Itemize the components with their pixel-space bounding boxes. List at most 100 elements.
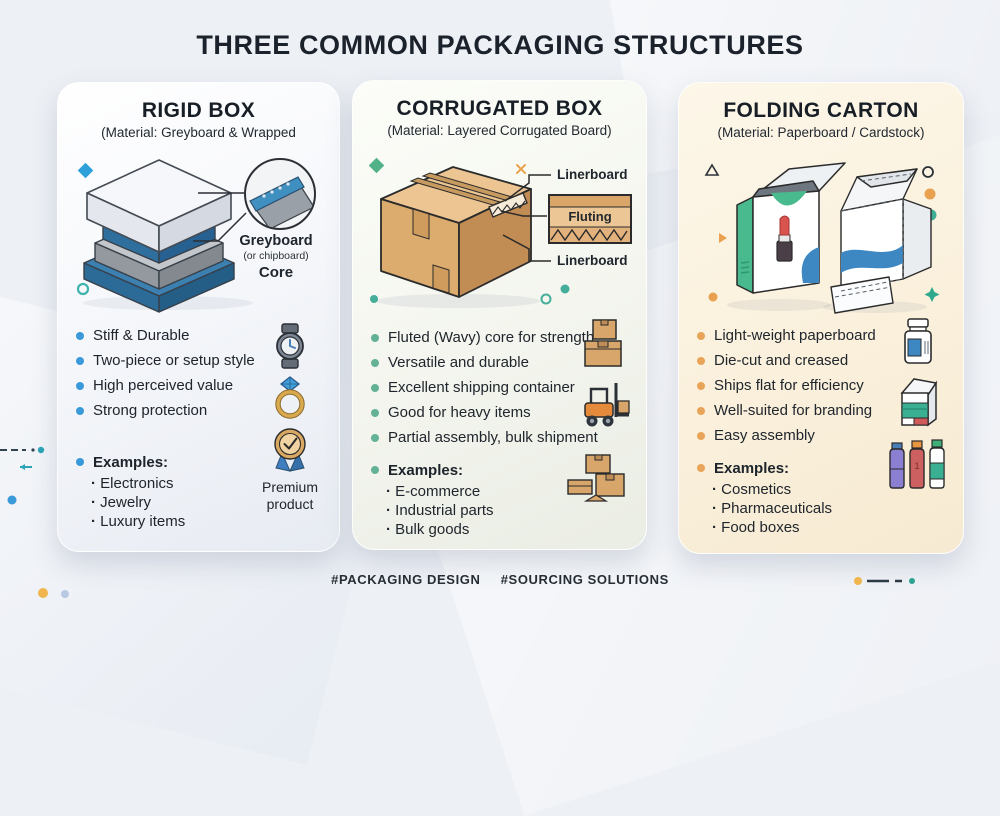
svg-text:1: 1	[914, 461, 919, 471]
feature-item: Die-cut and creased	[697, 348, 876, 373]
card-corrugated-box: CORRUGATED BOX (Material: Layered Corrug…	[352, 80, 647, 550]
triangle-decoration	[719, 233, 727, 243]
bullet-dot	[371, 358, 379, 367]
circle-decoration	[76, 282, 90, 296]
card-rigid-box: RIGID BOX (Material: Greyboard & Wrapped	[57, 82, 340, 552]
example-item: Industrial parts	[386, 503, 493, 519]
leader-line	[500, 210, 547, 217]
corrugated-box-diagram: Linerboard Fluting Linerboard	[353, 143, 646, 315]
folding-carton-diagram	[679, 145, 963, 317]
feature-list: Light-weight paperboard Die-cut and crea…	[697, 323, 876, 448]
corner-decoration-left	[0, 446, 45, 505]
card-title: CORRUGATED BOX	[396, 97, 603, 120]
feature-label: High perceived value	[93, 377, 234, 394]
feature-item: Good for heavy items	[371, 400, 598, 425]
feature-list: Fluted (Wavy) core for strength Versatil…	[371, 325, 598, 450]
feature-item: Versatile and durable	[371, 350, 598, 375]
example-icon-column: Premium product	[255, 323, 325, 513]
chipboard-sublabel: (or chipboard)	[243, 250, 308, 262]
feature-label: Strong protection	[93, 402, 208, 419]
rigid-box-illustration: Greyboard (or chipboard) Core	[76, 158, 316, 313]
examples-block: Examples: Electronics Jewelry Luxury ite…	[76, 451, 185, 530]
bullet-dot	[697, 356, 705, 365]
circle-decoration	[922, 166, 934, 178]
bottles-icon: 1	[889, 439, 945, 489]
assembled-carton	[736, 162, 846, 294]
bullet-dot	[697, 464, 705, 472]
feature-item: Strong protection	[76, 398, 255, 423]
shadow	[376, 294, 540, 308]
feature-label: Stiff & Durable	[93, 327, 190, 344]
example-item: Jewelry	[91, 495, 185, 511]
bullet-dot	[697, 431, 705, 440]
example-item: Food boxes	[712, 520, 832, 536]
feature-item: Excellent shipping container	[371, 375, 598, 400]
example-item: E-commerce	[386, 484, 494, 500]
watch-icon	[276, 323, 304, 369]
bullet-dot	[371, 433, 379, 442]
greyboard-label: Greyboard	[239, 233, 312, 249]
example-item: Pharmaceuticals	[712, 501, 832, 517]
dot-decoration	[370, 295, 378, 303]
feature-label: Excellent shipping container	[388, 379, 575, 396]
boxes-cluster-icon-wrap	[566, 453, 628, 512]
cardboard-box	[380, 166, 532, 298]
card-subtitle: (Material: Layered Corrugated Board)	[387, 123, 612, 138]
lipstick-graphic	[776, 215, 793, 262]
boxes-cluster-icon	[567, 454, 625, 502]
fold-lines	[834, 173, 912, 298]
example-item: Electronics	[91, 476, 185, 492]
fluting-cutout	[488, 192, 528, 218]
bottles-icon-wrap: 1	[885, 439, 947, 496]
examples-title: Examples:	[388, 461, 464, 479]
ring-icon	[275, 376, 305, 419]
examples-title-row: Examples:	[697, 457, 832, 479]
bullet-dot	[697, 331, 705, 340]
feature-item: Well-suited for branding	[697, 398, 876, 423]
feature-label: Easy assembly	[714, 427, 815, 444]
example-icon-column	[570, 317, 636, 429]
feature-label: Fluted (Wavy) core for strength	[388, 329, 595, 346]
unfolded-carton	[830, 168, 932, 314]
card-title: FOLDING CARTON	[723, 99, 919, 122]
examples-title: Examples:	[714, 459, 790, 477]
white-lid	[86, 159, 232, 253]
leader-line	[502, 234, 551, 262]
feature-item: Fluted (Wavy) core for strength	[371, 325, 598, 350]
triangle-decoration	[704, 163, 720, 176]
bullet-dot	[371, 383, 379, 392]
dot-decoration	[924, 188, 936, 200]
leader-line	[193, 212, 247, 242]
feature-item: Two-piece or setup style	[76, 348, 255, 373]
medal-icon	[274, 428, 306, 472]
dot-decoration	[708, 292, 718, 302]
hashtag-packaging-design: #PACKAGING DESIGN	[331, 572, 481, 587]
footer-hashtags: #PACKAGING DESIGN #SOURCING SOLUTIONS	[0, 572, 1000, 587]
feature-item: Ships flat for efficiency	[697, 373, 876, 398]
diamond-decoration	[368, 157, 385, 174]
feature-label: Good for heavy items	[388, 404, 531, 421]
examples-title: Examples:	[93, 453, 169, 471]
examples-block: Examples: E-commerce Industrial parts Bu…	[371, 459, 494, 538]
linerboard-bottom-label: Linerboard	[557, 253, 628, 268]
star-decoration	[924, 287, 940, 302]
feature-item: Stiff & Durable	[76, 323, 255, 348]
corrugated-box-illustration: Linerboard Fluting Linerboard	[368, 157, 632, 308]
card-title: RIGID BOX	[141, 99, 256, 122]
stacked-boxes-icon	[584, 319, 622, 367]
rigid-box-diagram: Greyboard (or chipboard) Core	[58, 145, 339, 317]
bullet-dot	[76, 331, 84, 340]
leader-line	[504, 174, 551, 202]
bullet-dot	[697, 381, 705, 390]
feature-item: Easy assembly	[697, 423, 876, 448]
pill-bottle-icon	[904, 318, 932, 364]
example-item: Bulk goods	[386, 522, 494, 538]
example-item: Luxury items	[91, 514, 185, 530]
folding-carton-illustration	[704, 162, 940, 314]
forklift-icon	[584, 383, 630, 427]
bullet-dot	[371, 333, 379, 342]
bullet-dot	[371, 466, 379, 474]
feature-label: Light-weight paperboard	[714, 327, 876, 344]
examples-title-row: Examples:	[76, 451, 185, 473]
bullet-dot	[76, 458, 84, 466]
